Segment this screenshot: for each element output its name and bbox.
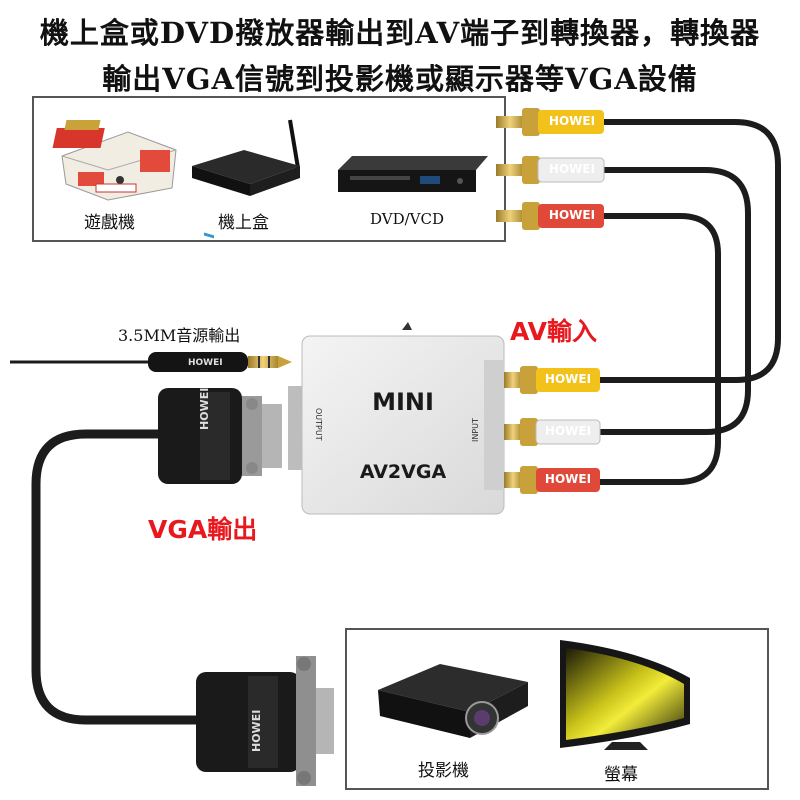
input-port-label: INPUT — [471, 418, 480, 442]
audio-jack-plug — [148, 352, 292, 372]
rca-plug-red-top — [496, 202, 604, 230]
rca-plugs-converter — [504, 366, 601, 494]
projector-icon — [378, 664, 528, 738]
vga-output-label: VGA輸出 — [148, 515, 258, 544]
audio-plug-brand: HOWEI — [188, 358, 223, 368]
set-top-box-icon — [192, 119, 300, 239]
plug-brand-white-top: HOWEI — [548, 162, 596, 176]
rca-plugs-top — [496, 108, 605, 230]
source-label-set-top-box: 機上盒 — [218, 213, 269, 233]
rca-cables — [597, 119, 781, 485]
rca-plug-yellow-top — [496, 108, 604, 136]
source-label-game-console: 遊戲機 — [84, 213, 135, 233]
rca-plug-red-input — [504, 466, 600, 494]
vga-cable — [31, 429, 205, 725]
source-label-dvd: DVD/VCD — [370, 210, 445, 228]
vga-top-brand: HOWEI — [198, 387, 211, 430]
converter-brand: MINI — [372, 388, 434, 416]
dvd-player-icon — [338, 156, 488, 192]
title-line-1: 機上盒或DVD撥放器輸出到AV端子到轉換器，轉換器 — [39, 16, 761, 50]
rca-plug-white-top — [496, 156, 605, 184]
plug-brand-red-top: HOWEI — [548, 208, 596, 222]
plug-brand-yellow-top: HOWEI — [548, 114, 596, 128]
output-port-label: OUTPUT — [314, 408, 323, 441]
plug-brand-yellow-input: HOWEI — [544, 372, 592, 386]
vga-connector-bottom — [196, 656, 334, 786]
audio-output-label: 3.5MM音源輸出 — [118, 326, 241, 345]
rca-plug-yellow-input — [504, 366, 600, 394]
display-label-projector: 投影機 — [418, 761, 469, 781]
rca-plug-white-input — [504, 418, 601, 446]
converter-box — [288, 322, 505, 515]
vga-connector-top — [158, 388, 282, 484]
display-label-monitor: 螢幕 — [604, 765, 638, 785]
av-input-label: AV輸入 — [510, 317, 597, 346]
title-line-2: 輸出VGA信號到投影機或顯示器等VGA設備 — [102, 62, 698, 96]
vga-bottom-brand: HOWEI — [250, 709, 263, 752]
monitor-icon — [560, 640, 690, 750]
game-console-icon — [52, 120, 177, 201]
converter-model: AV2VGA — [360, 461, 447, 483]
plug-brand-white-input: HOWEI — [544, 424, 592, 438]
plug-brand-red-input: HOWEI — [544, 472, 592, 486]
